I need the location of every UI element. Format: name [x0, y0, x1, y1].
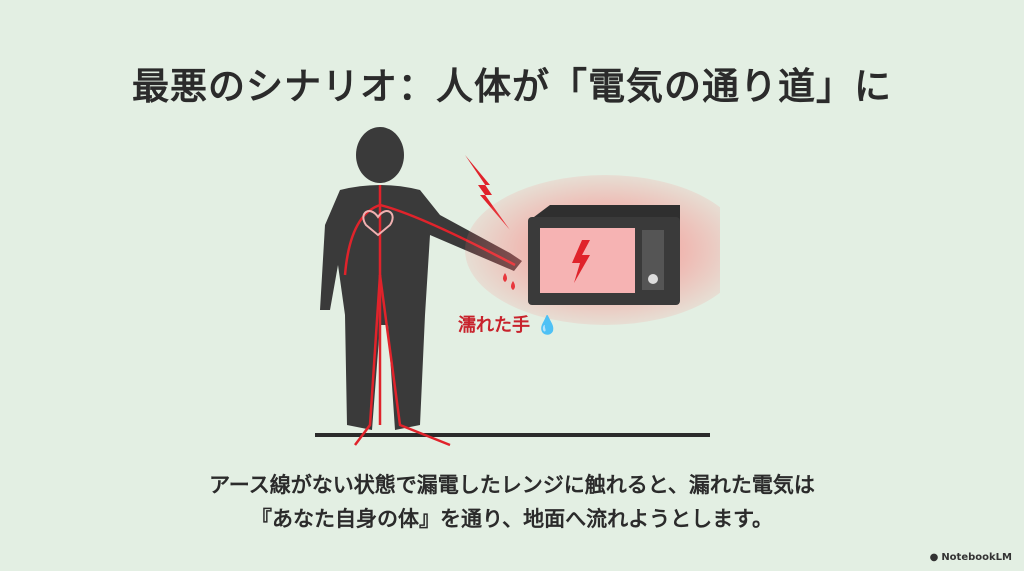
current-path-icon: [343, 185, 516, 447]
slide-title: 最悪のシナリオ：人体が「電気の通り道」に: [132, 65, 892, 108]
notebooklm-logo-icon: ●: [929, 552, 939, 563]
brand-watermark: ● NotebookLM: [929, 552, 1012, 563]
wet-hand-label: 濡れた手 💧: [458, 315, 559, 336]
electric-shock-illustration: [315, 127, 720, 447]
microwave-icon: [528, 205, 680, 305]
heart-icon: [362, 210, 394, 237]
caption-line-2: 『あなた自身の体』を通り、地面へ流れようとします。: [250, 507, 774, 531]
water-drop-icon: 💧: [536, 315, 559, 336]
caption-line-1: アース線がない状態で漏電したレンジに触れると、漏れた電気は: [209, 473, 815, 497]
lightning-icon: [465, 155, 510, 230]
caption: アース線がない状態で漏電したレンジに触れると、漏れた電気は 『あなた自身の体』を…: [0, 468, 1024, 536]
